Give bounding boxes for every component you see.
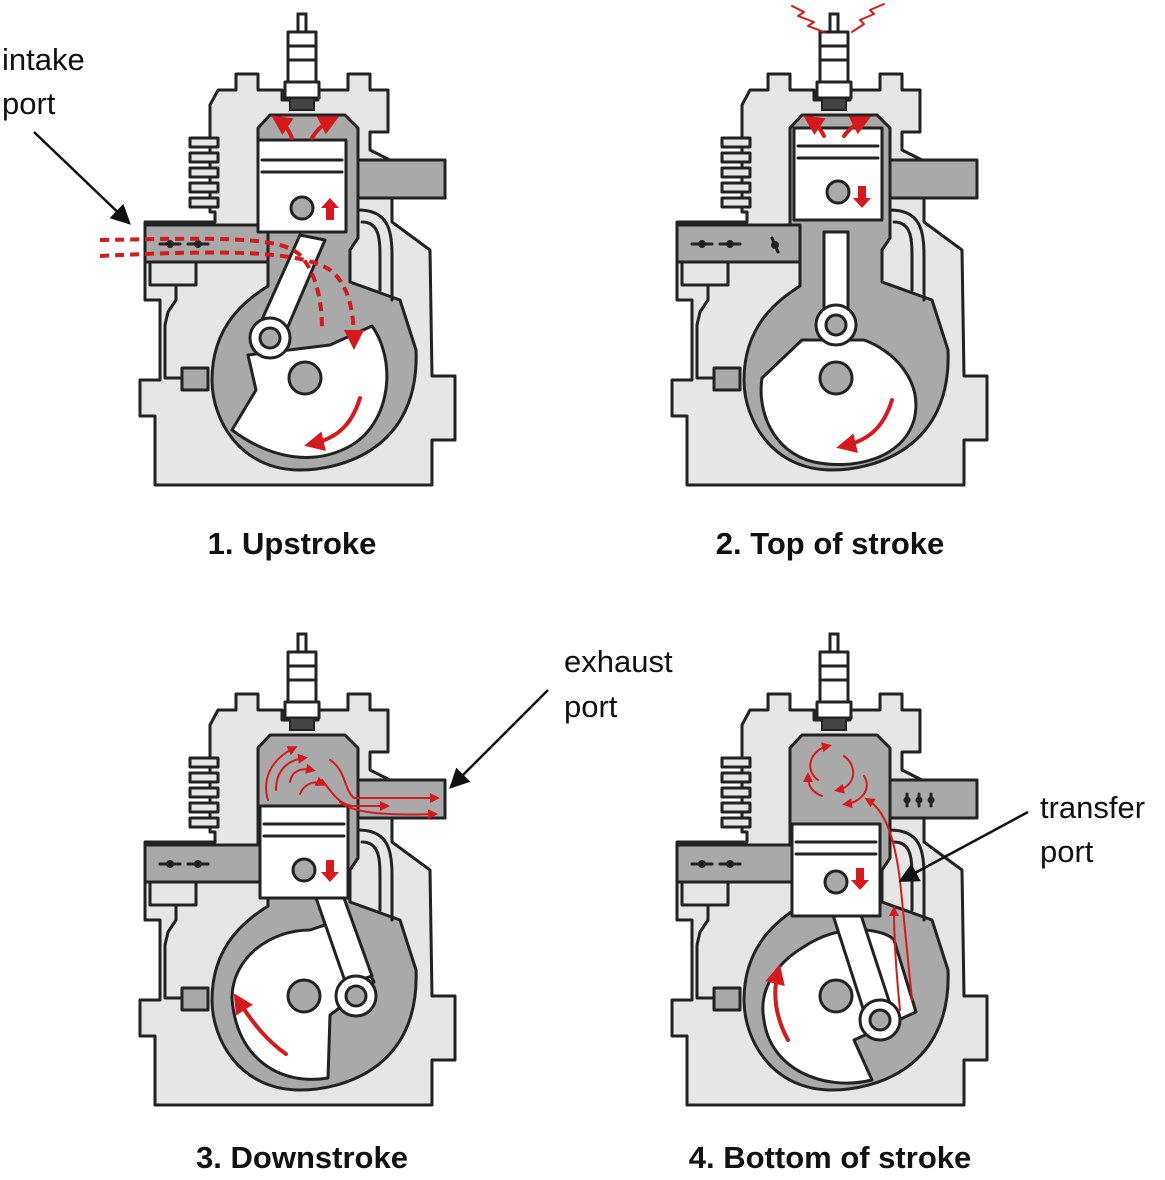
label-exhaust-line2: port [564, 689, 618, 724]
callout-transfer-port: transfer port [898, 790, 1145, 882]
spark-icon [791, 5, 825, 33]
label-exhaust-line1: exhaust [564, 644, 673, 679]
label-transfer-line2: port [1040, 834, 1094, 869]
caption-top-of-stroke: 2. Top of stroke [716, 526, 945, 561]
panel-top-of-stroke: 2. Top of stroke [670, 3, 989, 561]
label-intake-line1: intake [2, 42, 85, 77]
label-intake-line2: port [2, 86, 56, 121]
callout-intake-port: intake port [2, 42, 131, 225]
caption-upstroke: 1. Upstroke [208, 526, 377, 561]
panel-downstroke: 3. Downstroke [138, 632, 457, 1175]
panel-upstroke: 1. Upstroke [99, 12, 457, 561]
callout-exhaust-port: exhaust port [449, 644, 673, 789]
caption-downstroke: 3. Downstroke [196, 1140, 408, 1175]
caption-bottom-of-stroke: 4. Bottom of stroke [689, 1140, 971, 1175]
label-transfer-line1: transfer [1040, 790, 1145, 825]
panel-bottom-of-stroke: 4. Bottom of stroke [670, 632, 989, 1175]
